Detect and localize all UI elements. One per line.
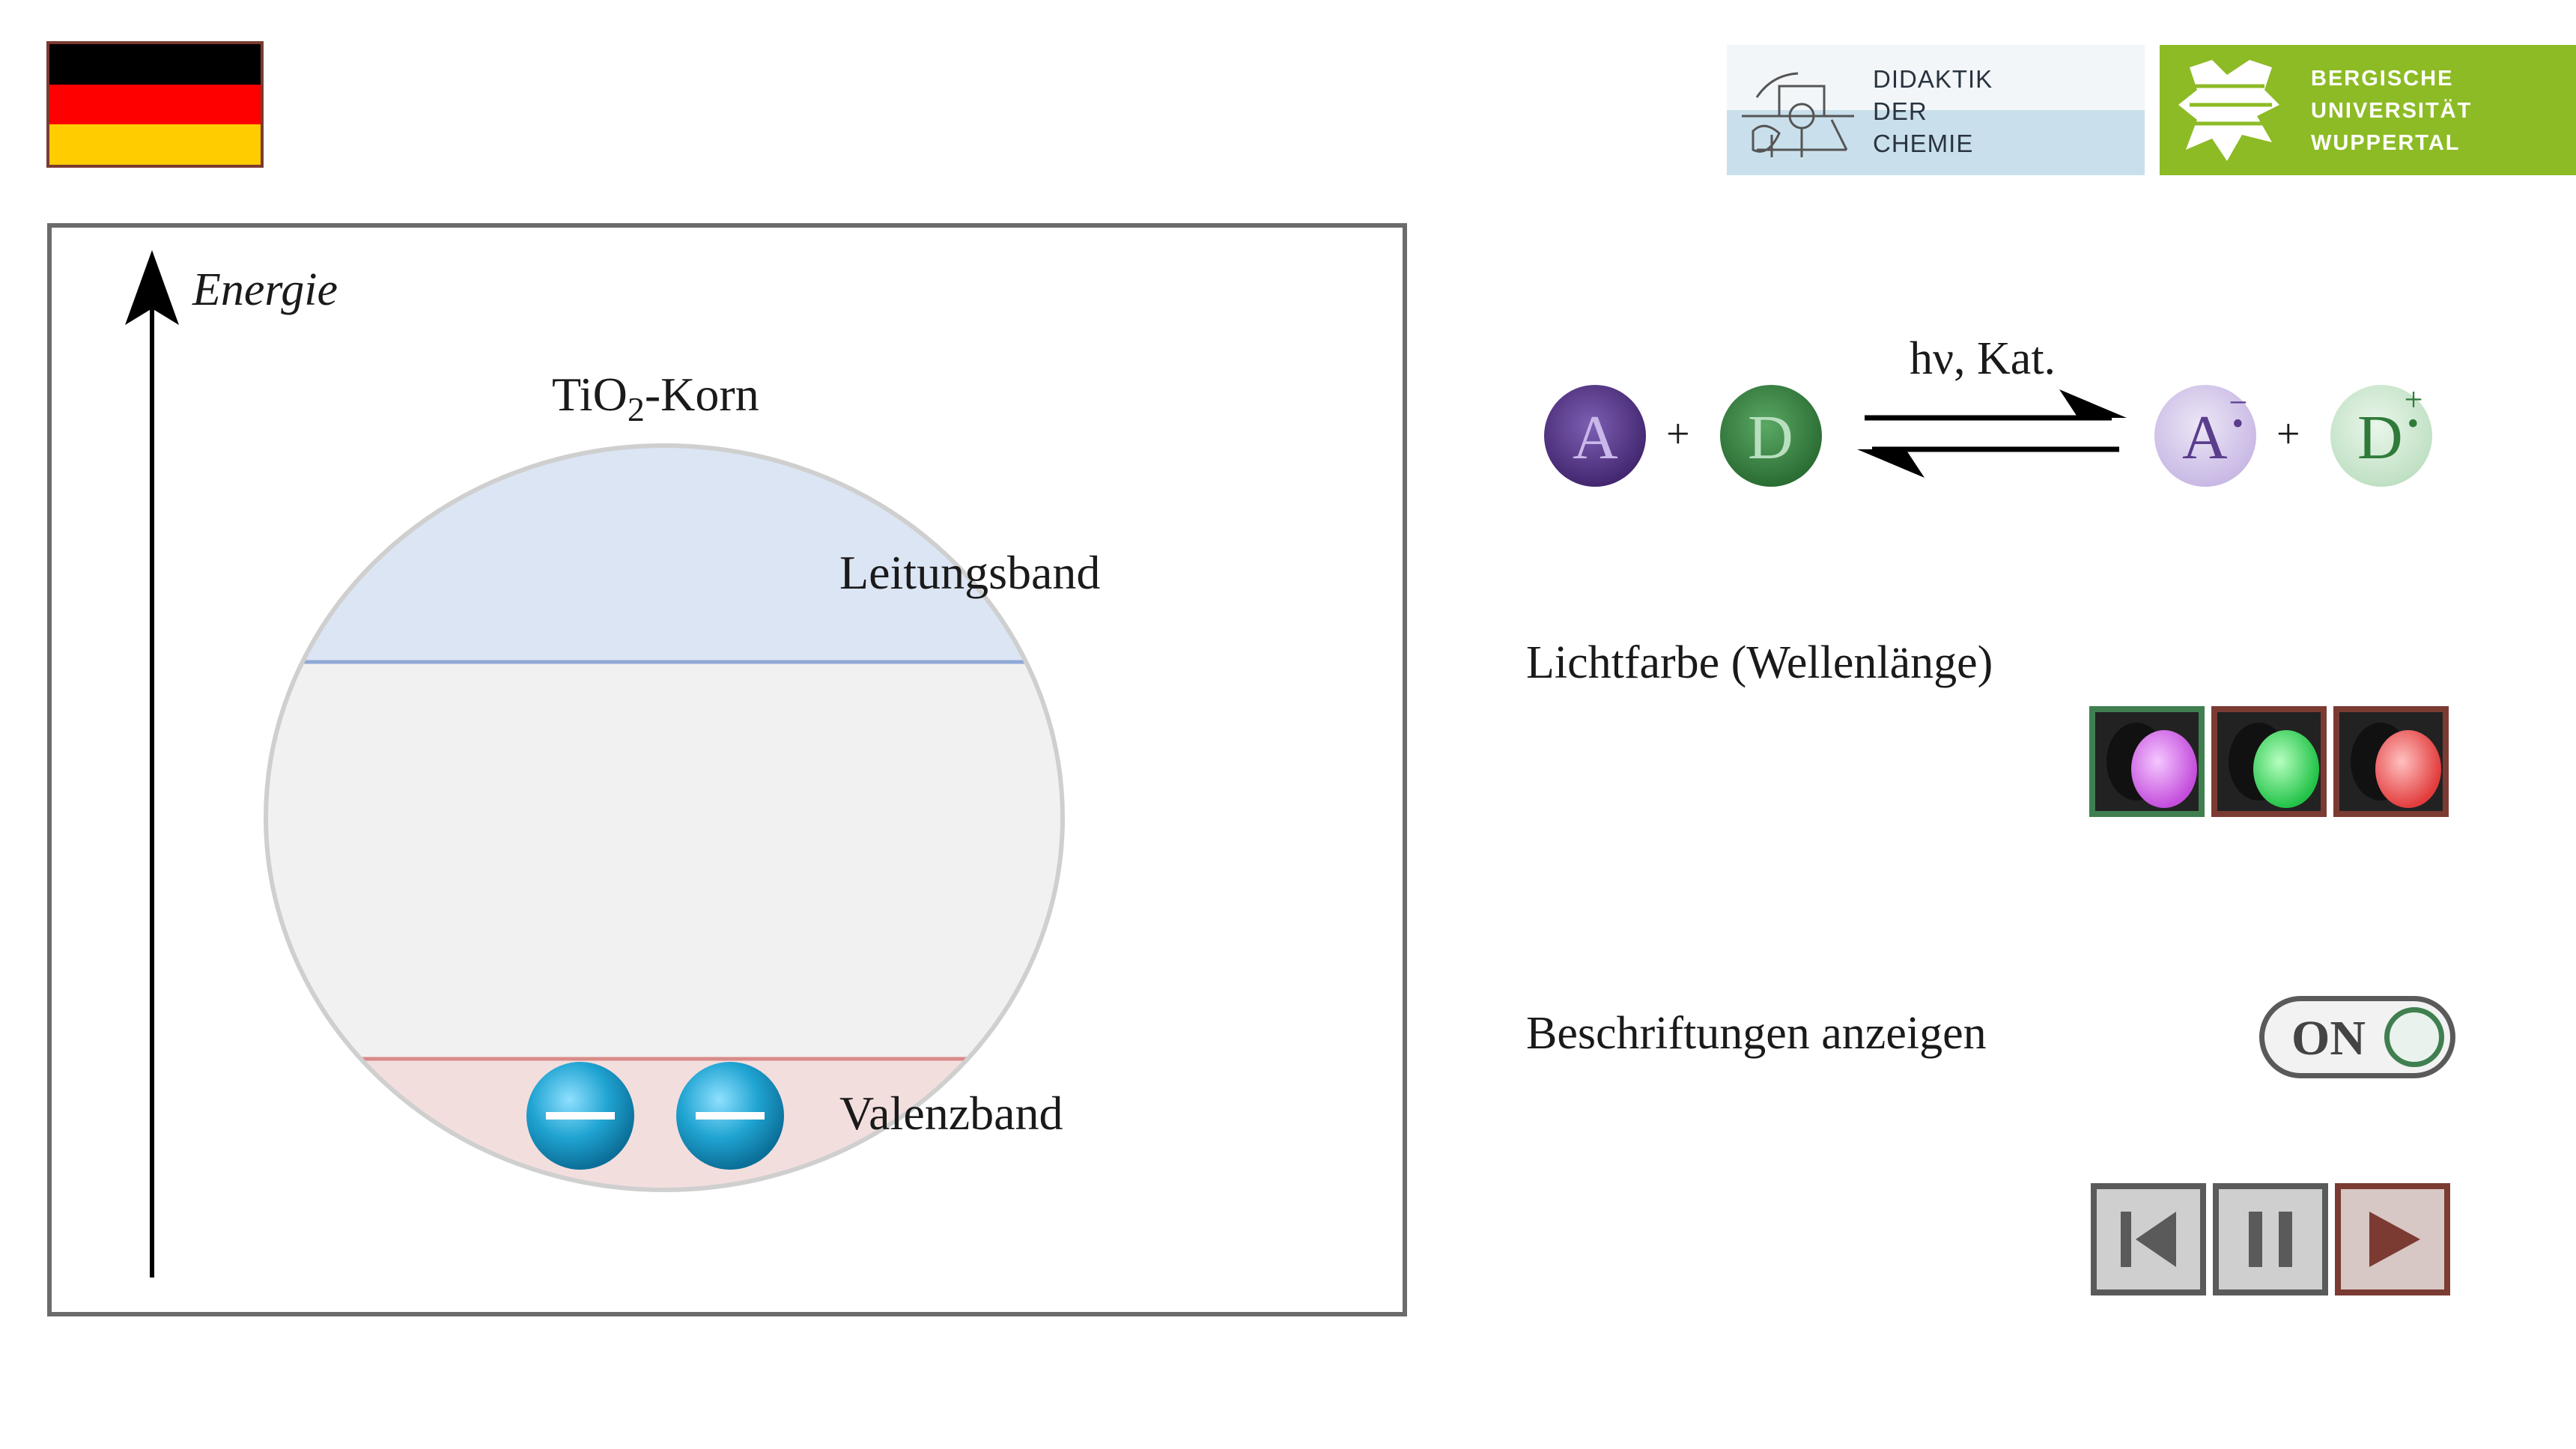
play-icon bbox=[2369, 1212, 2420, 1267]
band-diagram-graphic bbox=[125, 250, 1065, 1278]
plus-sign-2: + bbox=[2276, 411, 2300, 458]
grain-label-suffix: -Korn bbox=[644, 368, 759, 421]
equilibrium-arrow-icon bbox=[1857, 389, 2127, 478]
skip-back-icon bbox=[2121, 1212, 2176, 1267]
electron bbox=[526, 1062, 634, 1170]
acceptor-radical-molecule bbox=[2154, 385, 2256, 487]
energy-axis-label: Energie bbox=[192, 264, 338, 315]
reaction-equation bbox=[1544, 385, 2432, 487]
radical-dot-icon: • bbox=[2407, 405, 2419, 442]
grain-label: TiO2-Korn bbox=[552, 367, 759, 429]
donor-symbol: D bbox=[1748, 403, 1793, 473]
minus-icon bbox=[696, 1112, 765, 1120]
plus-sign-1: + bbox=[1666, 411, 1690, 458]
grain-label-subscript: 2 bbox=[627, 389, 645, 428]
labels-toggle-heading: Beschriftungen anzeigen bbox=[1526, 1008, 1987, 1059]
donor-radical-molecule bbox=[2330, 385, 2432, 487]
logo-line-1: DIDAKTIK bbox=[1873, 65, 1993, 93]
logo-line-3: CHEMIE bbox=[1873, 130, 1974, 157]
flashlight-red-icon bbox=[2339, 712, 2443, 811]
pause-icon bbox=[2249, 1212, 2292, 1267]
donor-molecule bbox=[1720, 385, 1822, 487]
reaction-condition: hν, Kat. bbox=[1910, 333, 2056, 384]
acceptor-radical-charge: − bbox=[2229, 384, 2248, 421]
light-violet-button[interactable] bbox=[2089, 706, 2205, 817]
flashlight-violet-icon bbox=[2095, 712, 2199, 811]
energy-diagram-panel: Energie TiO2-Korn Leitungsband Valenzban… bbox=[47, 223, 1407, 1316]
skip-back-button[interactable] bbox=[2091, 1183, 2206, 1295]
logo-line-3: WUPPERTAL bbox=[2311, 131, 2461, 155]
donor-radical-letter: D bbox=[2357, 403, 2403, 473]
pause-button[interactable] bbox=[2213, 1183, 2328, 1295]
bergische-universitaet-logo: BERGISCHE UNIVERSITÄT WUPPERTAL bbox=[2160, 45, 2576, 175]
play-button[interactable] bbox=[2335, 1183, 2450, 1295]
electron bbox=[676, 1062, 784, 1170]
energy-axis-arrow-icon bbox=[125, 250, 179, 325]
lab-apparatus-icon bbox=[1742, 72, 1854, 157]
light-green-button[interactable] bbox=[2211, 706, 2327, 817]
acceptor-radical-symbol: A−• bbox=[2182, 384, 2248, 474]
labels-toggle-switch[interactable]: ON bbox=[2259, 996, 2455, 1078]
light-red-button[interactable] bbox=[2333, 706, 2449, 817]
acceptor-radical-letter: A bbox=[2182, 403, 2228, 473]
flashlight-green-icon bbox=[2217, 712, 2321, 811]
toggle-state-label: ON bbox=[2291, 1011, 2366, 1066]
grain-label-prefix: TiO bbox=[552, 368, 628, 421]
language-flag-german[interactable] bbox=[46, 41, 264, 168]
didaktik-chemie-logo: DIDAKTIK DER CHEMIE bbox=[1727, 45, 2145, 175]
toggle-knob bbox=[2384, 1007, 2444, 1067]
logo-line-2: UNIVERSITÄT bbox=[2311, 99, 2473, 123]
donor-radical-symbol: D+• bbox=[2357, 381, 2423, 474]
minus-icon bbox=[546, 1112, 615, 1120]
lion-crest-icon bbox=[2178, 60, 2279, 161]
donor-radical-charge: + bbox=[2404, 381, 2423, 418]
logo-line-2: DER bbox=[1873, 97, 1928, 125]
light-color-heading: Lichtfarbe (Wellenlänge) bbox=[1526, 637, 1993, 688]
conduction-band-label: Leitungsband bbox=[839, 546, 1101, 599]
valence-band bbox=[266, 1021, 1063, 1190]
valence-band-label: Valenzband bbox=[839, 1087, 1063, 1140]
logo-line-1: BERGISCHE bbox=[2311, 67, 2454, 91]
radical-dot-icon: • bbox=[2232, 405, 2244, 442]
conduction-band bbox=[266, 446, 1063, 662]
acceptor-symbol: A bbox=[1573, 403, 1618, 473]
acceptor-molecule bbox=[1544, 385, 1646, 487]
